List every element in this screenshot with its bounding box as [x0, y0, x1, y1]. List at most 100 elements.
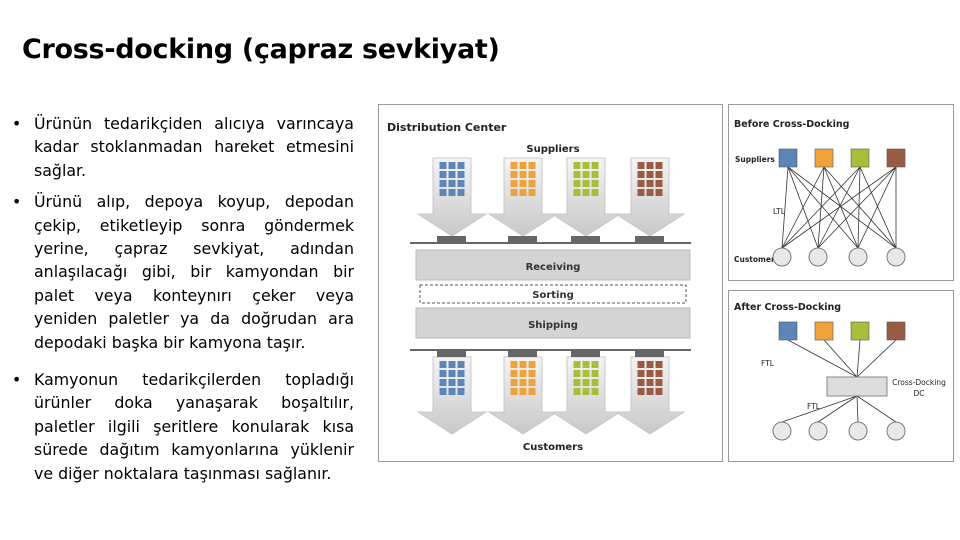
pallet-cell: [647, 388, 654, 395]
pallet-cell: [592, 370, 599, 377]
pallet-cell: [574, 361, 581, 368]
pallet-cell: [449, 379, 456, 386]
pallet-cell: [520, 189, 527, 196]
dock-marker: [635, 350, 664, 357]
pallet-cell: [583, 361, 590, 368]
pallet-cell: [592, 162, 599, 169]
pallet-cell: [656, 189, 663, 196]
dock-marker: [437, 350, 466, 357]
pallet-cell: [458, 189, 465, 196]
pallet-cell: [638, 361, 645, 368]
bullet-text: Ürünü alıp, depoya koyup, depodan çekip,…: [34, 192, 354, 351]
pallet-cell: [592, 379, 599, 386]
customer-node: [887, 422, 905, 440]
supplier-node: [851, 322, 869, 340]
pallet-cell: [647, 180, 654, 187]
pallet-cell: [529, 388, 536, 395]
bullet-item: • Ürünü alıp, depoya koyup, depodan çekip…: [12, 190, 354, 354]
receiving-label: Receiving: [526, 262, 581, 273]
pallet-cell: [529, 189, 536, 196]
bullet-marker: •: [12, 112, 21, 135]
pallet-cell: [449, 370, 456, 377]
pallet-cell: [449, 180, 456, 187]
ltl-label: LTL: [773, 207, 786, 216]
pallet-cell: [529, 379, 536, 386]
pallet-cell: [656, 370, 663, 377]
pallet-cell: [638, 180, 645, 187]
pallet-cell: [656, 180, 663, 187]
pallet-cell: [592, 388, 599, 395]
before-title: Before Cross-Docking: [734, 119, 849, 130]
pallet-cell: [520, 361, 527, 368]
pallet-cell: [529, 162, 536, 169]
pallet-cell: [458, 388, 465, 395]
pallet-cell: [583, 171, 590, 178]
pallet-cell: [656, 171, 663, 178]
pallet-cell: [458, 180, 465, 187]
pallet-cell: [529, 171, 536, 178]
pallet-cell: [583, 379, 590, 386]
dc-label-line1: Cross-Docking: [892, 378, 946, 387]
dock-marker: [437, 236, 466, 243]
supplier-node: [779, 149, 797, 167]
before-suppliers-label: Suppliers: [735, 155, 775, 164]
pallet-cell: [458, 361, 465, 368]
pallet-cell: [656, 361, 663, 368]
pallet-cell: [656, 162, 663, 169]
pallet-cell: [638, 162, 645, 169]
pallet-cell: [511, 370, 518, 377]
cross-docking-diagram: Distribution Center Suppliers Customers …: [378, 104, 954, 462]
pallet-cell: [583, 189, 590, 196]
pallet-cell: [583, 180, 590, 187]
supplier-node: [815, 322, 833, 340]
pallet-cell: [520, 379, 527, 386]
supplier-node: [887, 322, 905, 340]
supplier-node: [851, 149, 869, 167]
pallet-cell: [458, 379, 465, 386]
pallet-cell: [647, 171, 654, 178]
after-cross-docking-panel: After Cross-Docking FTL FTL Cross-Dockin…: [729, 291, 954, 462]
sorting-label: Sorting: [532, 290, 574, 301]
pallet-cell: [592, 171, 599, 178]
bullet-text: Kamyonun tedarikçilerden topladığı ürünl…: [34, 370, 354, 483]
pallet-cell: [583, 162, 590, 169]
pallet-cell: [638, 171, 645, 178]
pallet-cell: [511, 171, 518, 178]
dc-label-line2: DC: [913, 389, 924, 398]
distribution-center-title: Distribution Center: [387, 121, 507, 134]
customer-node: [809, 422, 827, 440]
pallet-cell: [647, 189, 654, 196]
pallet-cell: [647, 162, 654, 169]
dock-marker: [508, 350, 537, 357]
bullet-text: Ürünün tedarikçiden alıcıya varıncaya ka…: [34, 114, 354, 180]
customer-node: [849, 422, 867, 440]
pallet-cell: [638, 379, 645, 386]
pallet-cell: [440, 388, 447, 395]
customer-node: [887, 248, 905, 266]
pallet-cell: [449, 162, 456, 169]
slide-title: Cross-docking (çapraz sevkiyat): [22, 34, 500, 65]
customer-node: [849, 248, 867, 266]
pallet-cell: [647, 370, 654, 377]
pallet-cell: [656, 388, 663, 395]
supplier-node: [779, 322, 797, 340]
pallet-cell: [529, 180, 536, 187]
pallet-cell: [574, 388, 581, 395]
bullet-marker: •: [12, 368, 21, 391]
dock-marker: [571, 236, 600, 243]
dc-suppliers-label: Suppliers: [526, 144, 579, 155]
bullet-marker: •: [12, 190, 21, 213]
bullet-item: • Kamyonun tedarikçilerden topladığı ürün…: [12, 368, 354, 485]
supplier-node: [815, 149, 833, 167]
pallet-cell: [440, 361, 447, 368]
pallet-cell: [511, 189, 518, 196]
pallet-cell: [592, 189, 599, 196]
customer-node: [773, 422, 791, 440]
pallet-cell: [638, 370, 645, 377]
pallet-cell: [592, 180, 599, 187]
pallet-cell: [583, 388, 590, 395]
dc-customers-label: Customers: [523, 442, 583, 453]
pallet-cell: [449, 361, 456, 368]
before-cross-docking-panel: Before Cross-Docking Suppliers LTL Custo…: [729, 105, 954, 281]
distribution-center-panel: Distribution Center Suppliers Customers …: [379, 105, 723, 462]
